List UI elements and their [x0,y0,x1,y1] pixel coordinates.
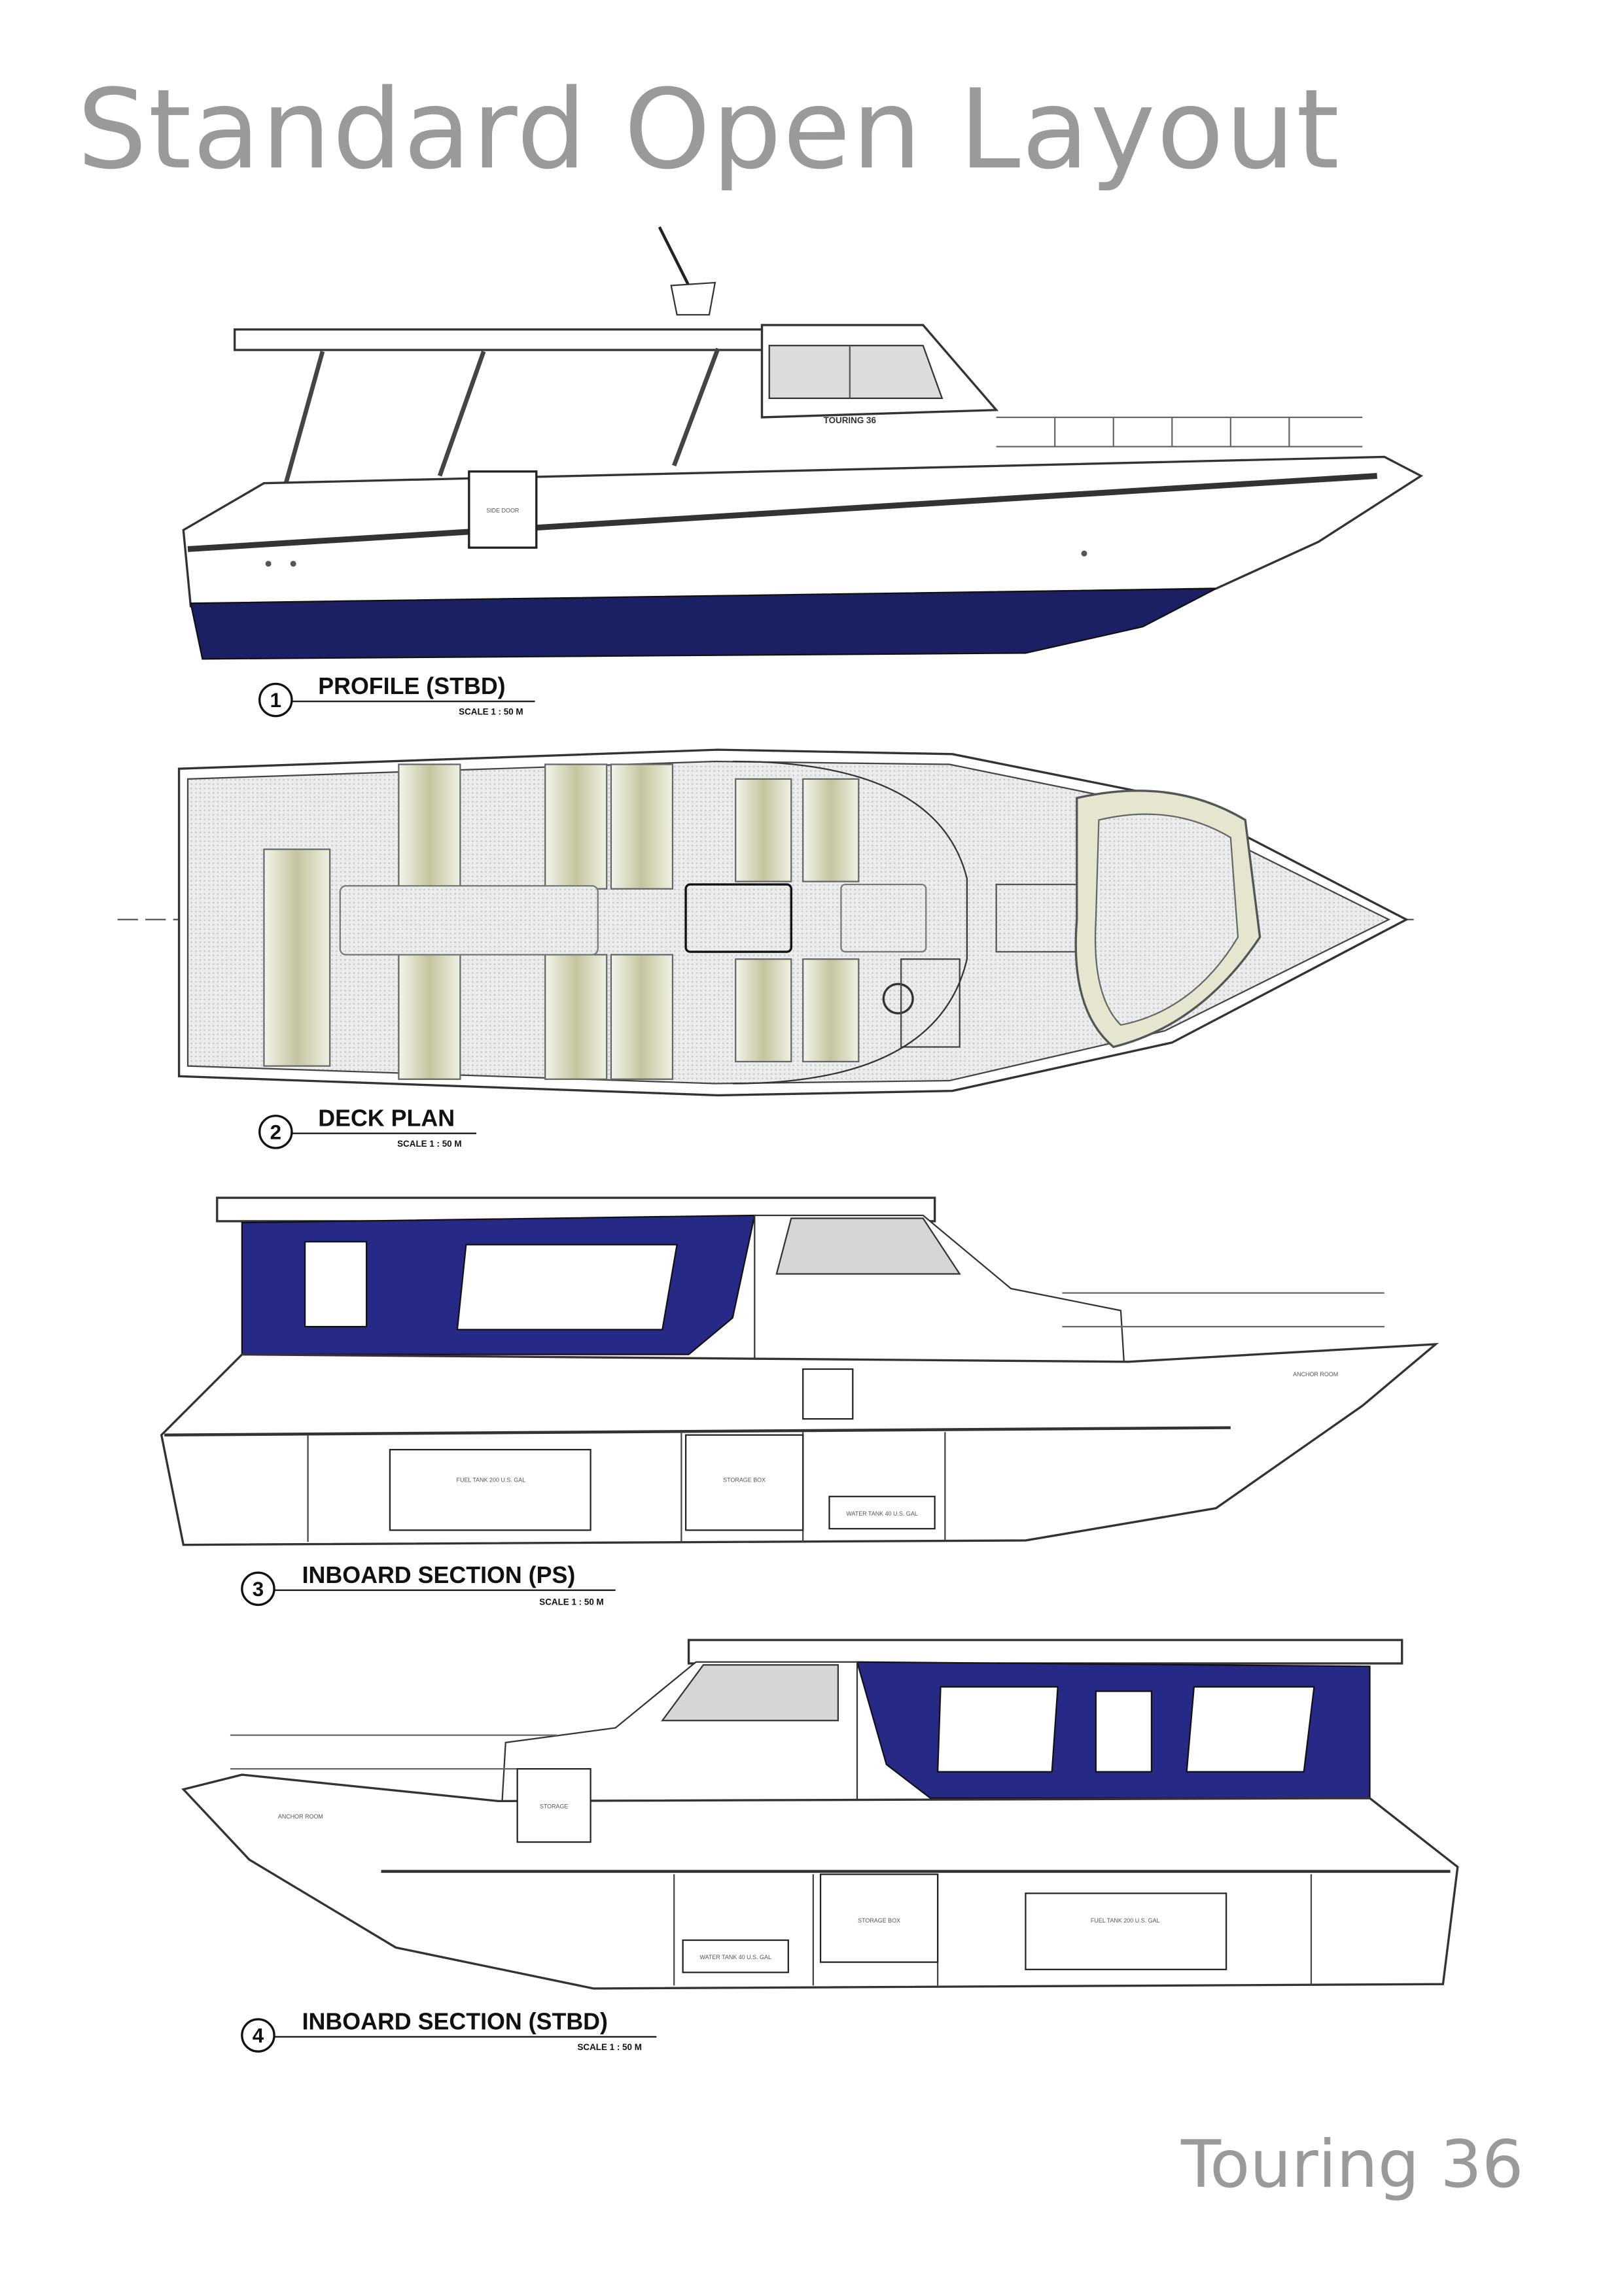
fuel-tank-label: FUEL TANK 200 U.S. GAL [457,1476,526,1483]
anchor-room-label: ANCHOR ROOM [1293,1371,1338,1378]
drawing-label-3: 3 INBOARD SECTION (PS) SCALE 1 : 50 M [241,1562,616,1607]
drawing-label-4: 4 INBOARD SECTION (STBD) SCALE 1 : 50 M [241,2009,657,2053]
drawing-number: 3 [253,1578,264,1601]
drawing-scale: SCALE 1 : 50 M [459,706,523,716]
inboard-section-stbd-drawing: FUEL TANK 200 U.S. GAL STORAGE BOX WATER… [181,1639,1459,1990]
drawing-scale: SCALE 1 : 50 M [577,2042,641,2052]
drawing-number: 4 [253,2025,264,2047]
drawing-title: INBOARD SECTION (PS) [302,1562,576,1588]
drawing-scale: SCALE 1 : 50 M [539,1597,603,1607]
model-name-footer: Touring 36 [1181,2126,1524,2202]
drawing-scale: SCALE 1 : 50 M [397,1139,461,1149]
deck-plan-drawing [117,748,1414,1097]
drawing-label-2: 2 DECK PLAN SCALE 1 : 50 M [258,1105,476,1149]
drawing-number: 2 [270,1121,281,1144]
fuel-tank-label-stbd: FUEL TANK 200 U.S. GAL [1091,1917,1160,1924]
profile-drawing: SIDE DOOR TOURING 36 [182,226,1424,660]
storage-label: STORAGE [540,1803,569,1810]
storage-box-label-stbd: STORAGE BOX [858,1917,900,1924]
side-door-label: SIDE DOOR [486,507,520,513]
drawing-title: DECK PLAN [318,1105,455,1131]
page-title: Standard Open Layout [77,65,1341,194]
drawing-title: PROFILE (STBD) [318,673,505,699]
anchor-room-label-stbd: ANCHOR ROOM [278,1813,323,1820]
drawing-number: 1 [270,689,281,712]
water-tank-label: WATER TANK 40 U.S. GAL [846,1510,917,1517]
storage-box-label: STORAGE BOX [723,1476,766,1483]
drawing-title: INBOARD SECTION (STBD) [302,2009,608,2035]
water-tank-label-stbd: WATER TANK 40 U.S. GAL [699,1954,771,1960]
hull-logo: TOURING 36 [824,415,876,425]
inboard-section-ps-drawing: FUEL TANK 200 U.S. GAL STORAGE BOX WATER… [160,1196,1439,1546]
drawing-label-1: 1 PROFILE (STBD) SCALE 1 : 50 M [258,673,535,718]
